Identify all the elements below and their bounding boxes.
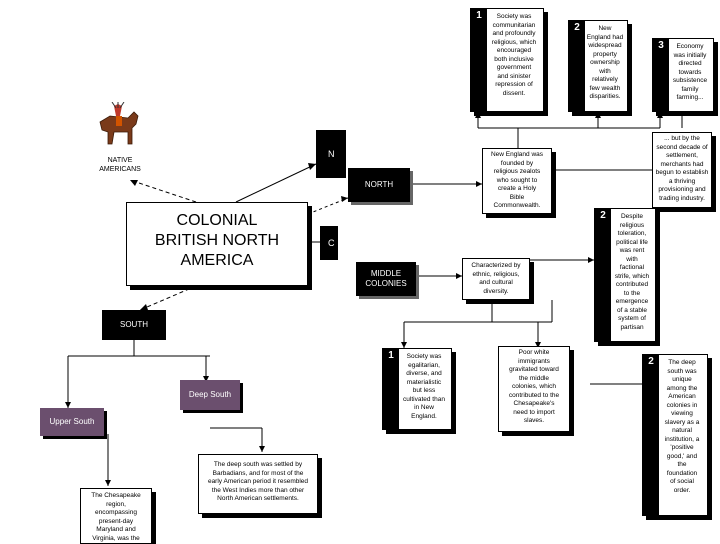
n-partial-node: N: [316, 130, 346, 178]
deep-south-label: Deep South: [188, 390, 232, 399]
note-number: 2: [643, 355, 659, 369]
note-egalitarian: 1 Society was egalitarian, diverse, and …: [382, 348, 452, 430]
c-partial-node: C: [320, 226, 338, 260]
note-text: The deep south was unique among the Amer…: [664, 359, 700, 494]
note-number: 2: [569, 21, 585, 35]
note-sidebar: [569, 35, 585, 111]
south-label: SOUTH: [120, 320, 148, 329]
note-sidebar: [383, 363, 399, 429]
note-text: Despite religious toleration, political …: [614, 213, 650, 331]
native-american-icon: [94, 101, 144, 154]
main-title: COLONIAL BRITISH NORTH AMERICA: [126, 202, 308, 286]
north-node: NORTH: [348, 168, 410, 202]
middle-colonies-label: MIDDLE COLONIES: [365, 269, 407, 288]
c-partial-label: C: [328, 238, 335, 248]
note-text: Society was egalitarian, diverse, and ma…: [403, 353, 445, 420]
note-text: New England had widespread property owne…: [586, 25, 624, 100]
note-factional-strife: 2 Despite religious toleration, politica…: [594, 208, 656, 342]
note-merchants: ... but by the second decade of settleme…: [652, 132, 712, 208]
note-number: 1: [471, 9, 487, 23]
note-diversity: Characterized by ethnic, religious, and …: [462, 258, 530, 300]
note-property: 2 New England had widespread property ow…: [568, 20, 628, 112]
note-number: 2: [595, 209, 611, 223]
n-partial-label: N: [328, 149, 335, 159]
note-communitarian: 1 Society was communitarian and profound…: [470, 8, 544, 112]
note-new-england: New England was founded by religious zea…: [482, 148, 552, 214]
south-node: SOUTH: [102, 310, 166, 340]
upper-south-node: Upper South: [40, 408, 104, 436]
upper-south-label: Upper South: [49, 417, 95, 426]
note-barbadians: The deep south was settled by Barbadians…: [198, 454, 318, 514]
note-chesapeake: The Chesapeake region, encompassing pres…: [80, 488, 152, 544]
note-sidebar: [471, 23, 487, 111]
note-sidebar: [643, 369, 659, 515]
note-economy: 3 Economy was initially directed towards…: [652, 38, 714, 112]
note-sidebar: [595, 223, 611, 341]
native-american-label: NATIVE AMERICANS: [99, 157, 141, 173]
note-number: 3: [653, 39, 669, 53]
note-text: Society was communitarian and profoundly…: [491, 13, 537, 97]
note-sidebar: [653, 53, 669, 111]
north-label: NORTH: [364, 180, 394, 189]
note-poor-white: Poor white immigrants gravitated toward …: [498, 346, 570, 432]
middle-colonies-node: MIDDLE COLONIES: [356, 262, 416, 296]
note-number: 1: [383, 349, 399, 363]
note-slavery: 2 The deep south was unique among the Am…: [642, 354, 708, 516]
deep-south-node: Deep South: [180, 380, 240, 410]
note-text: Economy was initially directed towards s…: [672, 43, 708, 101]
